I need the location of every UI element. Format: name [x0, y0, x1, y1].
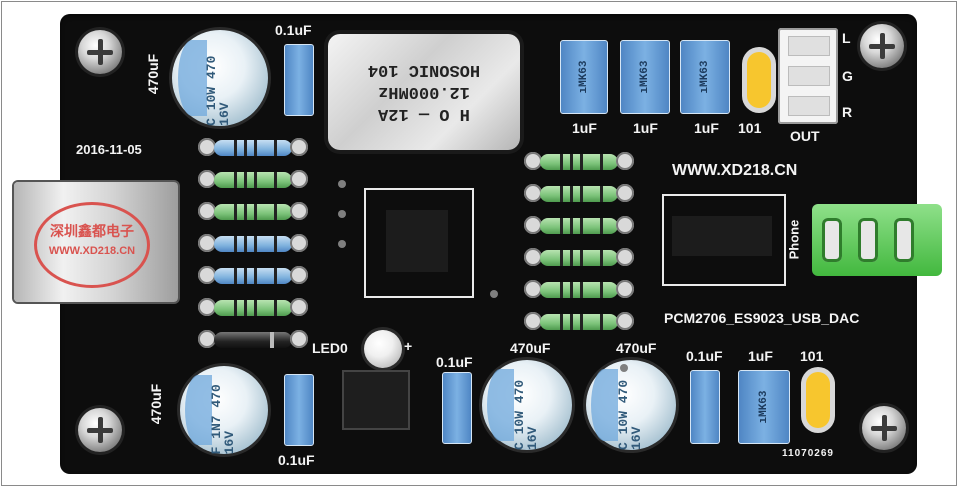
dac-chip — [672, 216, 772, 256]
electrolytic-capacitor-mid-2: C 10W 470 16V — [586, 360, 676, 450]
vendor-seal-sticker: 深圳鑫都电子 WWW.XD218.CN — [34, 202, 150, 288]
crystal-oscillator: H O — 12A 12.000MHz HOSONIC 104 — [328, 34, 520, 150]
out-pin-l: L — [842, 30, 851, 46]
led-plus-label: + — [404, 338, 413, 354]
screw-bottom-left — [78, 408, 122, 452]
resistor-5 — [198, 266, 308, 284]
voltage-regulator — [344, 372, 408, 428]
resistor-8 — [524, 184, 634, 202]
out-pin-g: G — [842, 68, 853, 84]
screw-top-left — [78, 30, 122, 74]
output-header-connector — [778, 28, 838, 124]
out-pin-r: R — [842, 104, 853, 120]
box-capacitor-1uf-b: ıMK63 — [620, 40, 670, 114]
resistor-12 — [524, 312, 634, 330]
box-capacitor-1uf-a: ıMK63 — [560, 40, 608, 114]
resistor-2 — [198, 170, 308, 188]
label-470uf-mid1: 470uF — [510, 340, 551, 356]
headphone-jack — [812, 204, 942, 276]
label-101-top: 101 — [738, 120, 762, 136]
resistor-3 — [198, 202, 308, 220]
label-01uf-mid: 0.1uF — [436, 354, 473, 370]
serial-number: 11070269 — [782, 448, 834, 459]
usb-audio-chip-outline — [364, 188, 474, 298]
diode — [198, 330, 308, 348]
label-01uf-top: 0.1uF — [275, 22, 312, 38]
resistor-6 — [198, 298, 308, 316]
usb-audio-chip — [386, 210, 448, 272]
label-470uf-top: 470uF — [145, 53, 162, 95]
electrolytic-capacitor-top: C 10W 470 16V — [172, 30, 268, 126]
label-470uf-bottom-left: 470uF — [148, 383, 165, 425]
date-code: 2016-11-05 — [76, 142, 142, 157]
resistor-1 — [198, 138, 308, 156]
led-0 — [364, 330, 402, 368]
label-1uf-right: 1uF — [748, 348, 773, 364]
screw-bottom-right — [862, 406, 906, 450]
led-label: LED0 — [312, 340, 348, 356]
label-01uf-bottom: 0.1uF — [278, 452, 315, 468]
box-capacitor-01uf-mid — [442, 372, 472, 444]
resistor-11 — [524, 280, 634, 298]
resistor-10 — [524, 248, 634, 266]
dac-chip-outline — [662, 194, 786, 286]
label-1uf-c: 1uF — [694, 120, 719, 136]
resistor-7 — [524, 152, 634, 170]
phone-label: Phone — [786, 219, 802, 260]
resistor-9 — [524, 216, 634, 234]
via — [490, 290, 498, 298]
ceramic-capacitor-101-top — [747, 52, 771, 108]
model-label: PCM2706_ES9023_USB_DAC — [664, 310, 860, 326]
label-101-bottom: 101 — [800, 348, 824, 364]
website-label: WWW.XD218.CN — [672, 162, 798, 179]
out-label: OUT — [790, 128, 820, 144]
label-1uf-a: 1uF — [572, 120, 597, 136]
electrolytic-capacitor-bottom-left: F 1N7 470 16V — [180, 366, 268, 454]
usb-b-connector: 深圳鑫都电子 WWW.XD218.CN — [14, 182, 178, 302]
label-01uf-right: 0.1uF — [686, 348, 723, 364]
ceramic-capacitor-101-bottom — [806, 372, 830, 428]
screw-top-right — [860, 24, 904, 68]
label-1uf-b: 1uF — [633, 120, 658, 136]
box-capacitor-1uf-right: ıMK63 — [738, 370, 790, 444]
box-capacitor-01uf-bottom — [284, 374, 314, 446]
electrolytic-capacitor-mid-1: C 10W 470 16V — [482, 360, 572, 450]
via — [338, 180, 346, 188]
label-470uf-mid2: 470uF — [616, 340, 657, 356]
resistor-4 — [198, 234, 308, 252]
box-capacitor-01uf-right — [690, 370, 720, 444]
via — [338, 210, 346, 218]
via — [620, 364, 628, 372]
box-capacitor-1uf-c: ıMK63 — [680, 40, 730, 114]
via — [338, 240, 346, 248]
box-capacitor-01uf-top — [284, 44, 314, 116]
